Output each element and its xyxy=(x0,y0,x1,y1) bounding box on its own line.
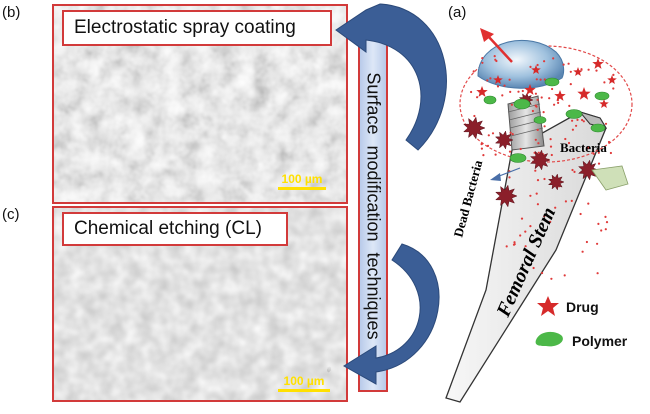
chemical-etching-title: Chemical etching (CL) xyxy=(62,212,288,246)
spray-coating-title: Electrostatic spray coating xyxy=(62,10,332,46)
panel-c-letter: (c) xyxy=(2,206,20,223)
polymer-blob-icon xyxy=(535,331,563,347)
curved-arrow-bottom xyxy=(343,243,440,385)
femoral-head xyxy=(477,39,565,89)
polymer-flake xyxy=(591,165,629,191)
curved-arrow-top xyxy=(335,3,447,151)
bacteria-label: Bacteria xyxy=(560,140,607,155)
scale-label-b: 100 µm xyxy=(281,172,323,186)
panel-b-letter: (b) xyxy=(2,4,21,21)
drug-star-icon xyxy=(537,296,559,316)
scale-bar-c: 100 µm xyxy=(278,374,330,392)
legend-polymer-label: Polymer xyxy=(572,333,628,349)
legend: Drug Polymer xyxy=(535,296,628,349)
scale-label-c: 100 µm xyxy=(283,374,325,388)
scale-line-c xyxy=(278,389,330,392)
scale-bar-b: 100 µm xyxy=(278,172,326,190)
dead-bacteria-label: Dead Bacteria xyxy=(450,158,485,239)
femoral-stem-schematic: Bacteria Dead Bacteria Femoral Stem Drug… xyxy=(445,28,633,403)
drug-stars xyxy=(476,58,617,108)
surface-modification-band xyxy=(358,20,388,392)
polymer-blobs xyxy=(483,77,610,163)
panel-a-letter: (a) xyxy=(448,4,467,21)
legend-drug-label: Drug xyxy=(566,299,599,315)
scale-line-b xyxy=(278,187,326,190)
